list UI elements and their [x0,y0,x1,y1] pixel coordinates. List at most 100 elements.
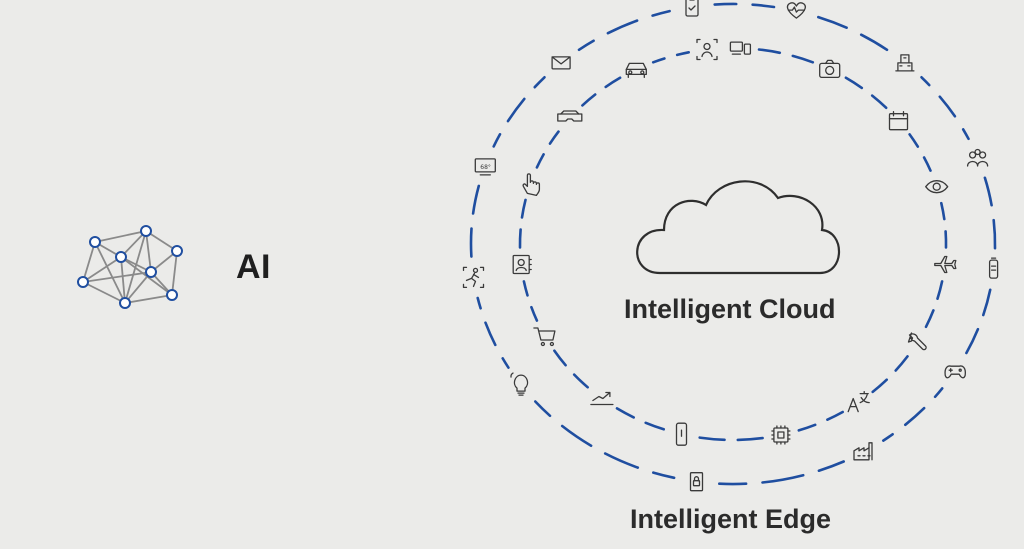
network-edge [94,241,126,304]
trend-icon [590,391,614,406]
television-icon: 68° [474,158,496,176]
gamepad-icon [944,365,967,379]
outer-ring-segment [961,128,970,141]
outer-ring-segment [817,15,848,29]
inner-ring-segment [581,93,597,107]
vertical-device-icon [675,422,688,446]
outer-ring-segment [982,288,992,317]
outer-ring-segment [560,424,593,447]
inner-ring-segment [844,76,864,90]
running-person-icon [462,266,485,289]
outer-ring-segment [501,357,510,369]
inner-ring-segment [797,423,817,432]
outer-ring-segment [476,296,482,310]
inner-ring [518,48,948,442]
inner-ring-segment [615,407,635,419]
inner-ring-segment [922,156,932,172]
inner-ring-segment [518,228,522,249]
svg-text:68°: 68° [480,164,491,171]
outer-ring-segment [817,460,845,472]
inner-ring-segment [936,280,944,300]
outer-ring-segment [882,433,894,442]
inner-ring-segment [791,54,815,64]
outer-ring-segment [606,19,639,35]
chip-icon [771,425,791,445]
inner-ring-segment [870,94,888,110]
building-icon [895,54,915,72]
neural-network-icon [77,225,183,309]
devices-icon [729,41,752,55]
network-edge [120,230,147,258]
wrench-icon [907,332,927,351]
translate-icon [847,390,870,413]
inner-ring-segment [908,133,920,148]
outer-ring-segment [469,227,473,258]
network-edge [124,294,173,304]
inner-ring-segment [651,57,666,64]
network-edge [145,230,152,273]
heart-monitor-icon [786,2,806,19]
inner-ring-segment [894,355,909,372]
person-scan-icon [696,38,718,61]
lock-tablet-icon [689,472,704,492]
shopping-cart-icon [533,327,556,347]
inner-ring-segment [572,373,589,389]
outer-ring-segment [506,97,526,123]
vr-headset-icon [557,110,583,122]
inner-ring-segment [675,51,690,57]
outer-ring-segment [904,406,926,427]
outer-ring-segment [603,452,640,469]
network-node [145,266,157,278]
inner-ring-segment [522,280,529,297]
inner-ring-segment [924,309,935,329]
airplane-icon [934,255,957,274]
outer-ring-segment [713,2,738,6]
network-node [140,225,152,237]
inner-ring-segment [940,201,946,221]
network-node [77,276,89,288]
outer-ring-segment [484,321,497,347]
inner-ring-segment [826,410,844,421]
network-edge [120,256,173,296]
outer-ring-segment [992,218,997,250]
cloud-icon [636,180,841,275]
network-node [115,251,127,263]
outer-ring-segment [652,471,676,480]
lightbulb-icon [510,372,529,396]
camera-icon [819,59,841,79]
inner-ring-segment [535,153,545,169]
network-edge [82,256,122,283]
outer-ring-segment [533,76,546,89]
phone-check-icon [685,0,699,17]
outer-ring-segment [471,184,481,215]
eye-icon [925,180,949,194]
network-edge [171,250,178,296]
inner-ring-segment [757,48,782,55]
inner-ring-segment [520,198,527,219]
mail-icon [551,56,571,70]
ai-label: AI [236,248,271,286]
calendar-icon [888,111,909,131]
network-edge [94,230,147,243]
inner-ring-segment [871,378,888,394]
inner-ring-segment [604,76,622,89]
inner-ring-segment [548,130,560,145]
network-edge [145,230,178,252]
factory-icon [853,442,873,461]
outer-ring-segment [534,400,552,418]
network-edge [82,241,96,283]
outer-ring-segment [751,3,776,9]
network-edge [82,281,126,304]
inner-ring-segment [644,421,665,431]
outer-ring-segment [920,76,931,87]
network-node [171,245,183,257]
outer-ring-segment [577,39,595,52]
inner-ring-segment [530,305,539,322]
network-edge [82,271,152,283]
outer-ring-segment [933,387,944,399]
hand-pointer-icon [522,173,541,197]
inner-ring-segment [698,436,726,442]
intelligent-cloud-label: Intelligent Cloud [624,294,836,324]
network-node [119,297,131,309]
